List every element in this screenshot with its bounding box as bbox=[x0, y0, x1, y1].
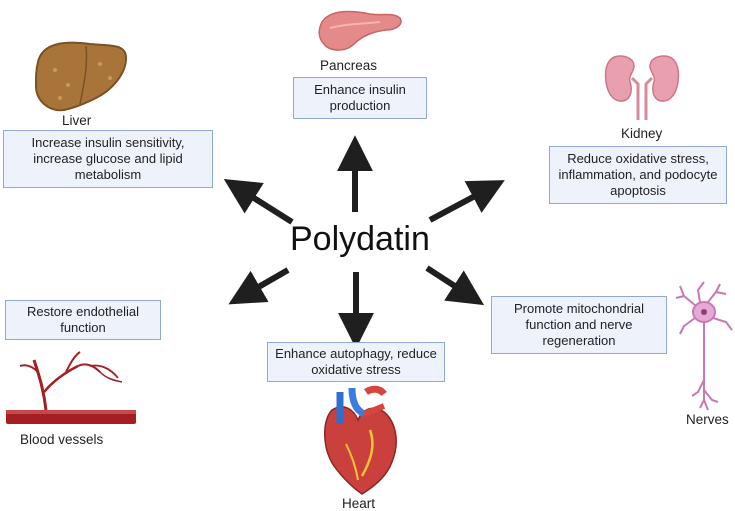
vessels-effect: Restore endothelial function bbox=[26, 304, 140, 335]
liver-effect: Increase insulin sensitivity, increase g… bbox=[31, 135, 185, 182]
arrow-to-vessels bbox=[228, 267, 290, 305]
nerves-label: Nerves bbox=[686, 412, 729, 427]
pancreas-icon bbox=[318, 10, 402, 51]
kidney-icon bbox=[604, 55, 680, 120]
neuron-icon bbox=[675, 281, 733, 411]
kidney-effect-box: Reduce oxidative stress, inflammation, a… bbox=[549, 146, 727, 204]
center-title: Polydatin bbox=[290, 220, 430, 258]
arrow-to-liver bbox=[223, 179, 294, 225]
kidney-label: Kidney bbox=[621, 126, 663, 141]
heart-label: Heart bbox=[342, 496, 376, 511]
heart-effect-box: Enhance autophagy, reduce oxidative stre… bbox=[267, 342, 445, 382]
nerves-effect-box: Promote mitochondrial function and nerve… bbox=[491, 296, 667, 354]
blood-vessel-icon bbox=[6, 351, 136, 424]
arrow-to-kidney bbox=[428, 180, 505, 223]
liver-effect-box: Increase insulin sensitivity, increase g… bbox=[3, 130, 213, 188]
nerves-effect: Promote mitochondrial function and nerve… bbox=[513, 301, 645, 348]
kidney-effect: Reduce oxidative stress, inflammation, a… bbox=[558, 151, 718, 198]
arrow-to-nerves bbox=[425, 265, 485, 306]
arrows bbox=[223, 135, 505, 349]
liver-label: Liver bbox=[62, 113, 92, 128]
vessels-label: Blood vessels bbox=[20, 432, 104, 447]
liver-icon bbox=[34, 41, 128, 112]
heart-effect: Enhance autophagy, reduce oxidative stre… bbox=[275, 346, 437, 377]
heart-icon bbox=[324, 385, 397, 495]
pancreas-effect-box: Enhance insulin production bbox=[293, 77, 427, 119]
pancreas-label: Pancreas bbox=[320, 58, 378, 73]
vessels-effect-box: Restore endothelial function bbox=[5, 300, 161, 340]
pancreas-effect: Enhance insulin production bbox=[314, 82, 406, 113]
